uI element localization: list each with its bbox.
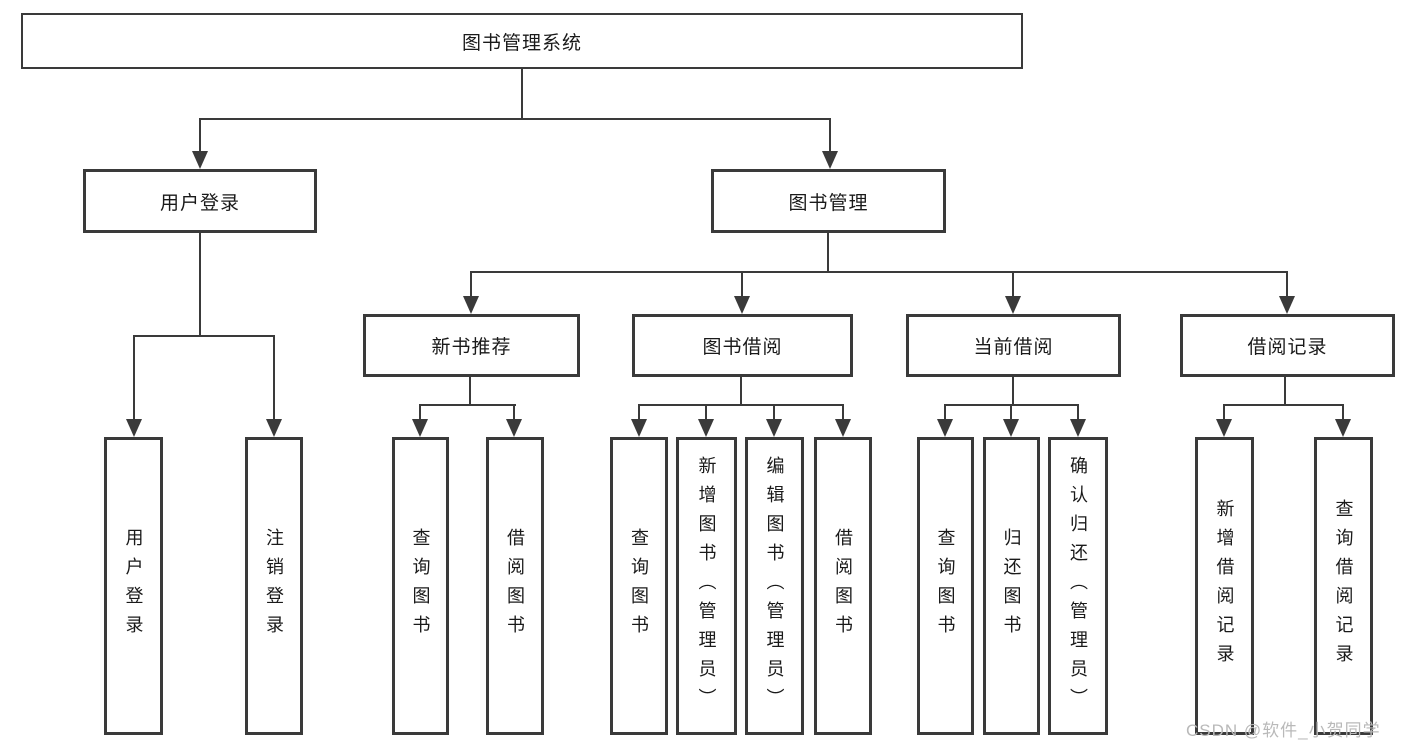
arrow-down-icon [631, 419, 647, 437]
connector-line [1284, 377, 1286, 404]
connector-line [740, 377, 742, 404]
arrow-down-icon [698, 419, 714, 437]
node-borrow-records-label: 借阅记录 [1247, 337, 1328, 358]
node-book-management-label: 图书管理 [788, 192, 869, 214]
connector-line [638, 404, 640, 419]
connector-line [944, 404, 946, 419]
arrow-down-icon [1216, 419, 1232, 437]
connector-line [521, 69, 523, 120]
connector-line [469, 377, 471, 404]
connector-line [273, 335, 275, 419]
leaf-borrow-books-recommend-label: 借阅图书 [505, 528, 525, 644]
connector-line [827, 233, 829, 271]
node-current-borrow-label: 当前借阅 [973, 337, 1054, 358]
leaf-edit-books-admin-label: 编辑图书（管理员） [764, 455, 785, 717]
leaf-add-borrow-record: 新增借阅记录 [1195, 437, 1254, 735]
connector-line [1223, 404, 1225, 419]
connector-line [199, 233, 201, 335]
connector-line [419, 404, 421, 419]
leaf-query-books-recommend-label: 查询图书 [410, 528, 431, 644]
leaf-return-books-label: 归还图书 [1001, 528, 1022, 644]
arrow-down-icon [192, 151, 208, 169]
connector-line [470, 271, 472, 296]
arrow-down-icon [266, 419, 282, 437]
connector-line [133, 335, 135, 419]
arrow-down-icon [766, 419, 782, 437]
leaf-edit-books-admin: 编辑图书（管理员） [745, 437, 804, 735]
connector-line [638, 404, 844, 406]
leaf-add-books-admin: 新增图书（管理员） [676, 437, 737, 735]
leaf-logout: 注销登录 [245, 437, 303, 735]
connector-line [842, 404, 844, 419]
leaf-query-books-borrow: 查询图书 [610, 437, 668, 735]
node-book-management: 图书管理 [711, 169, 946, 233]
arrow-down-icon [463, 296, 479, 314]
arrow-down-icon [937, 419, 953, 437]
leaf-query-books-current-label: 查询图书 [935, 528, 956, 644]
connector-line [741, 271, 743, 296]
watermark: CSDN @软件_小贺同学 [1186, 721, 1381, 740]
leaf-add-books-admin-label: 新增图书（管理员） [696, 455, 717, 717]
arrow-down-icon [835, 419, 851, 437]
arrow-down-icon [1279, 296, 1295, 314]
leaf-borrow-books-recommend: 借阅图书 [486, 437, 544, 735]
leaf-user-login: 用户登录 [104, 437, 163, 735]
connector-line [705, 404, 707, 419]
leaf-logout-label: 注销登录 [264, 528, 284, 644]
arrow-down-icon [1070, 419, 1086, 437]
connector-line [513, 404, 515, 419]
leaf-query-borrow-record-label: 查询借阅记录 [1333, 499, 1354, 673]
connector-line [199, 118, 831, 120]
connector-line [1077, 404, 1079, 419]
node-book-borrow-label: 图书借阅 [702, 337, 783, 358]
node-user-login: 用户登录 [83, 169, 317, 233]
connector-line [1286, 271, 1288, 296]
connector-line [1010, 404, 1012, 419]
arrow-down-icon [734, 296, 750, 314]
arrow-down-icon [1003, 419, 1019, 437]
connector-line [773, 404, 775, 419]
connector-line [199, 118, 201, 151]
leaf-return-books: 归还图书 [983, 437, 1040, 735]
leaf-borrow-books-label: 借阅图书 [833, 528, 853, 644]
leaf-query-books-borrow-label: 查询图书 [629, 528, 649, 644]
arrow-down-icon [506, 419, 522, 437]
node-book-borrow: 图书借阅 [632, 314, 853, 377]
arrow-down-icon [1005, 296, 1021, 314]
arrow-down-icon [412, 419, 428, 437]
leaf-query-books-current: 查询图书 [917, 437, 974, 735]
connector-line [419, 404, 516, 406]
leaf-confirm-return-admin: 确认归还（管理员） [1048, 437, 1108, 735]
node-borrow-records: 借阅记录 [1180, 314, 1395, 377]
leaf-user-login-label: 用户登录 [123, 528, 144, 644]
node-root-label: 图书管理系统 [461, 32, 582, 54]
leaf-confirm-return-admin-label: 确认归还（管理员） [1068, 455, 1088, 717]
leaf-add-borrow-record-label: 新增借阅记录 [1214, 499, 1235, 673]
arrow-down-icon [1335, 419, 1351, 437]
leaf-query-borrow-record: 查询借阅记录 [1314, 437, 1373, 735]
leaf-borrow-books: 借阅图书 [814, 437, 872, 735]
connector-line [1342, 404, 1344, 419]
arrow-down-icon [126, 419, 142, 437]
node-user-login-label: 用户登录 [159, 192, 240, 214]
node-new-book-recommend-label: 新书推荐 [431, 337, 512, 358]
connector-line [133, 335, 275, 337]
node-new-book-recommend: 新书推荐 [363, 314, 580, 377]
connector-line [1012, 377, 1014, 404]
connector-line [829, 118, 831, 151]
connector-line [470, 271, 1288, 273]
node-root: 图书管理系统 [21, 13, 1023, 69]
leaf-query-books-recommend: 查询图书 [392, 437, 449, 735]
connector-line [1223, 404, 1344, 406]
node-current-borrow: 当前借阅 [906, 314, 1121, 377]
connector-line [1012, 271, 1014, 296]
arrow-down-icon [822, 151, 838, 169]
